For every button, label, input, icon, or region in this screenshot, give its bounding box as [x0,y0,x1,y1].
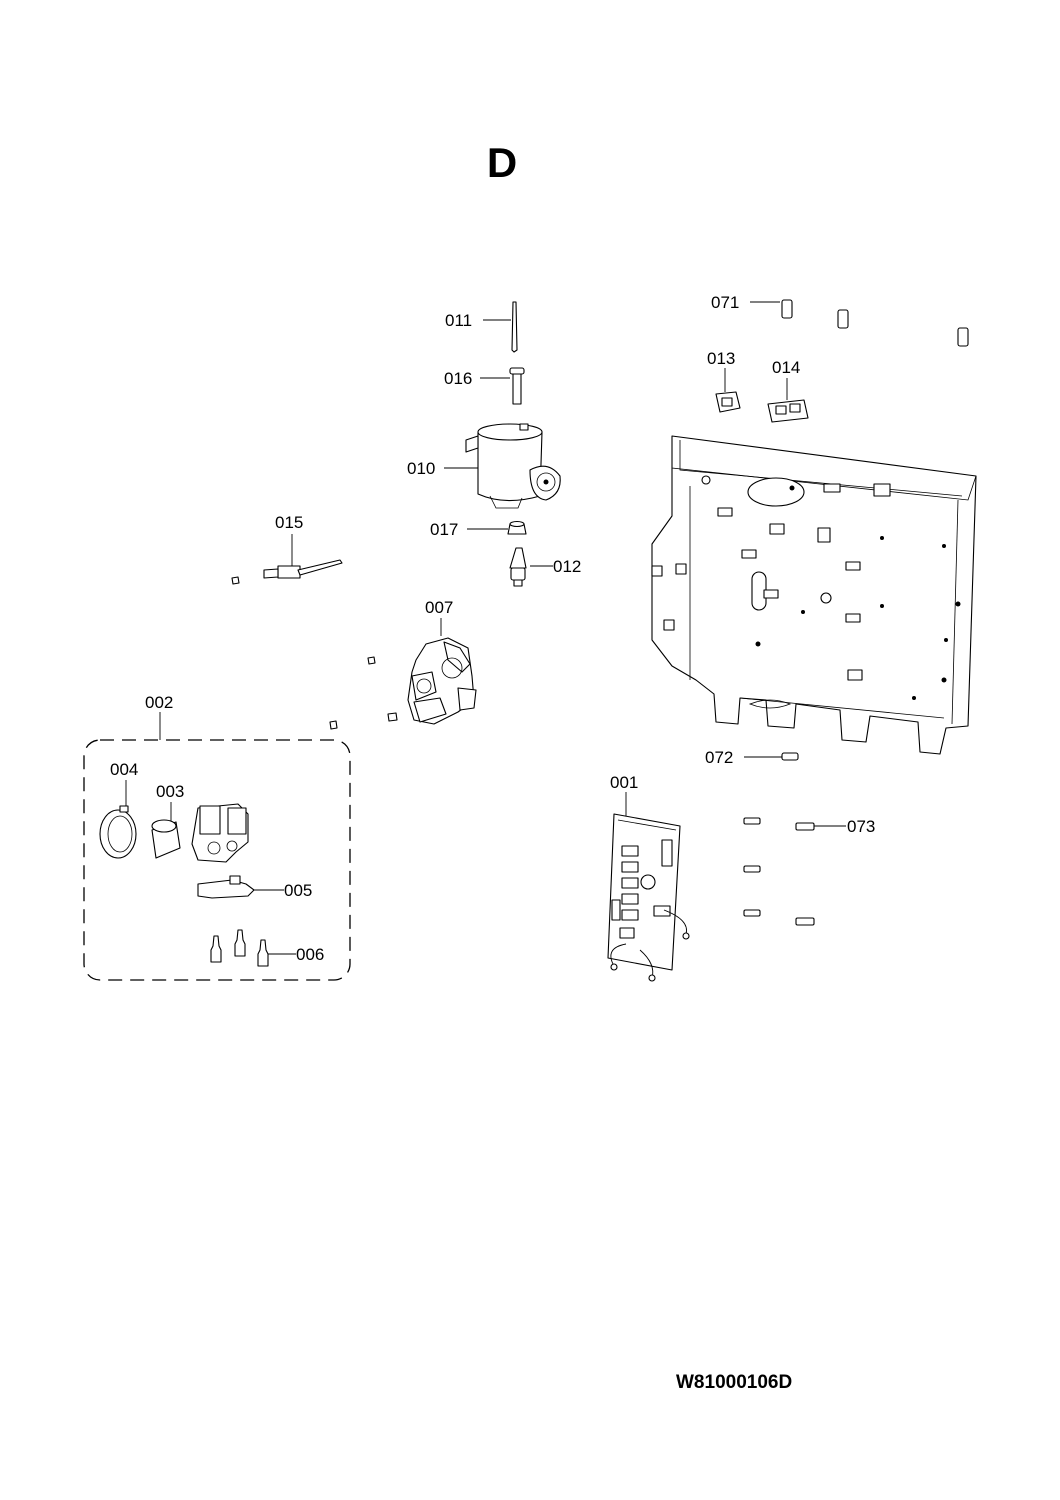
label-071: 071 [711,293,739,312]
part-072-connector[interactable]: 072 [705,748,799,767]
part-073-terminals[interactable]: 073 [743,817,875,926]
label-002: 002 [145,693,173,712]
label-003: 003 [156,782,184,801]
section-letter: D [486,139,518,186]
part-007-fan-assembly[interactable]: 007 [329,598,477,730]
label-072: 072 [705,748,733,767]
part-005-bracket[interactable]: 005 [197,875,312,900]
part-002-gas-valve-group[interactable]: 002 [83,693,351,981]
part-010-fan-housing[interactable]: 010 [407,423,561,509]
label-012: 012 [553,557,581,576]
label-013: 013 [707,349,735,368]
part-003-sleeve[interactable]: 003 [151,782,184,859]
label-015: 015 [275,513,303,532]
label-007: 007 [425,598,453,617]
part-017-grommet[interactable]: 017 [430,520,527,539]
label-010: 010 [407,459,435,478]
back-panel[interactable] [651,435,977,755]
label-001: 001 [610,773,638,792]
part-012-sensor[interactable]: 012 [509,547,581,587]
label-016: 016 [444,369,472,388]
part-014-switch[interactable]: 014 [767,358,809,423]
label-073: 073 [847,817,875,836]
label-006: 006 [296,945,324,964]
label-011: 011 [445,311,472,330]
label-005: 005 [284,881,312,900]
part-001-control-board[interactable]: 001 [607,773,690,982]
part-016-pin[interactable]: 016 [444,367,525,405]
drawing-code: W81000106D [676,1372,793,1393]
part-015-electrode[interactable]: 015 [231,513,343,585]
part-013-switch[interactable]: 013 [707,349,741,413]
gas-valve-body[interactable] [191,803,249,863]
part-011-probe-rod[interactable]: 011 [445,301,518,353]
label-004: 004 [110,760,138,779]
part-004-ring[interactable]: 004 [99,760,138,859]
label-017: 017 [430,520,458,539]
label-014: 014 [772,358,800,377]
part-006-nozzles[interactable]: 006 [210,929,324,967]
part-071-clips[interactable]: 071 [711,293,969,347]
